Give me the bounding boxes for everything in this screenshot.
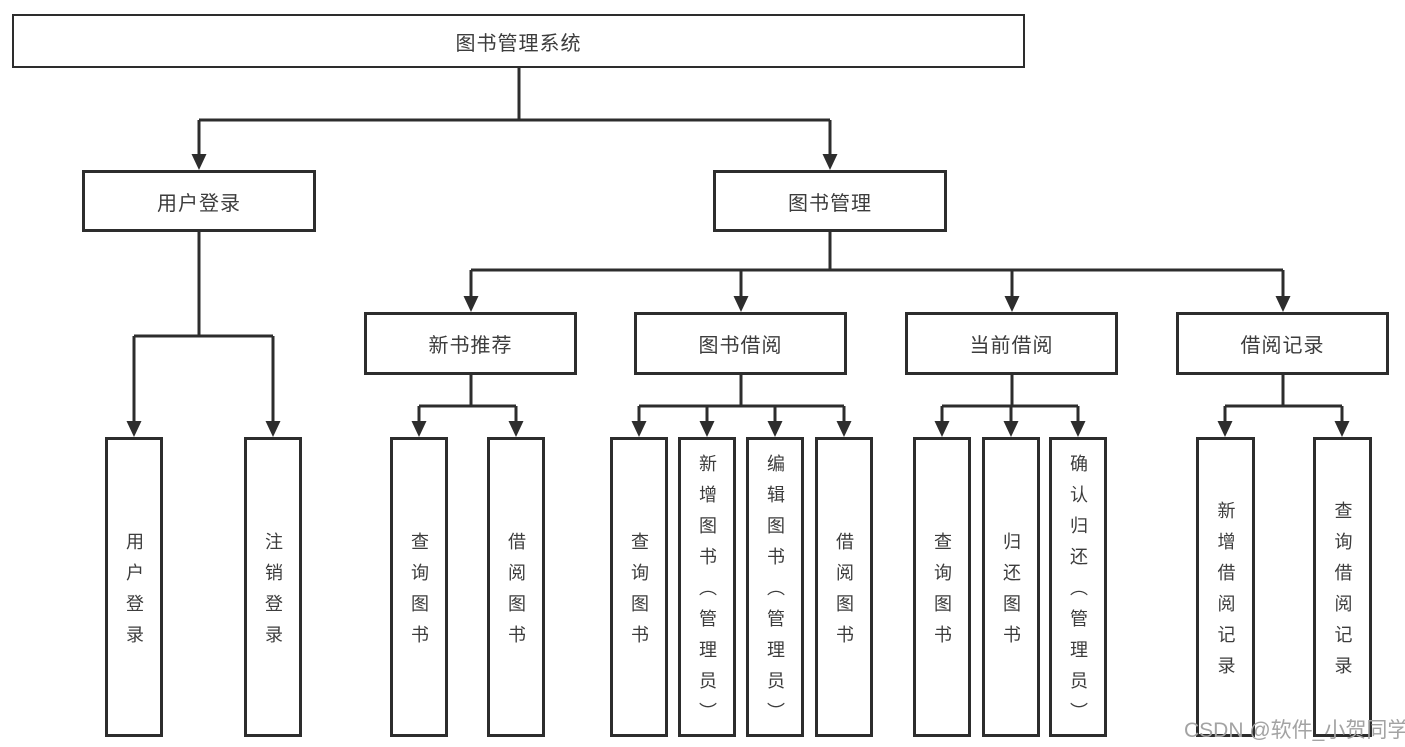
leaf-query-books-recommend-label: 查询图书	[409, 531, 429, 656]
node-current-borrowing-label: 当前借阅	[969, 335, 1054, 357]
node-library-system-label: 图书管理系统	[455, 32, 582, 55]
leaf-query-borrow-record: 查询借阅记录	[1313, 437, 1372, 737]
node-book-borrowing: 图书借阅	[634, 312, 847, 375]
leaf-query-books-borrowing-label: 查询图书	[629, 531, 649, 656]
leaf-query-books-current-label: 查询图书	[932, 531, 952, 656]
leaf-confirm-return-admin-label: 确认归还（管理员）	[1068, 454, 1088, 733]
node-book-management: 图书管理	[713, 170, 947, 232]
leaf-add-books-admin-label: 新增图书（管理员）	[697, 454, 717, 733]
node-new-book-recommend: 新书推荐	[364, 312, 577, 375]
leaf-borrow-books-recommend: 借阅图书	[487, 437, 545, 737]
leaf-query-borrow-record-label: 查询借阅记录	[1332, 500, 1353, 687]
csdn-watermark: CSDN @软件_小贺同学	[1184, 719, 1405, 742]
leaf-user-login-label: 用户登录	[124, 531, 144, 656]
leaf-add-borrow-record: 新增借阅记录	[1196, 437, 1255, 737]
leaf-query-books-recommend: 查询图书	[390, 437, 448, 737]
leaf-logout: 注销登录	[244, 437, 302, 737]
leaf-edit-books-admin-label: 编辑图书（管理员）	[765, 454, 785, 733]
leaf-borrow-books-recommend-label: 借阅图书	[506, 531, 526, 656]
node-borrowing-records-label: 借阅记录	[1240, 335, 1325, 357]
leaf-confirm-return-admin: 确认归还（管理员）	[1049, 437, 1107, 737]
node-user-login-label: 用户登录	[157, 192, 241, 215]
leaf-return-books-label: 归还图书	[1001, 531, 1021, 656]
node-borrowing-records: 借阅记录	[1176, 312, 1389, 375]
leaf-borrow-books-borrowing-label: 借阅图书	[834, 531, 854, 656]
node-library-system: 图书管理系统	[12, 14, 1025, 68]
leaf-borrow-books-borrowing: 借阅图书	[815, 437, 873, 737]
node-new-book-recommend-label: 新书推荐	[428, 335, 513, 357]
leaf-add-borrow-record-label: 新增借阅记录	[1215, 500, 1236, 687]
leaf-logout-label: 注销登录	[263, 531, 283, 656]
leaf-edit-books-admin: 编辑图书（管理员）	[746, 437, 804, 737]
node-book-borrowing-label: 图书借阅	[698, 335, 783, 357]
leaf-query-books-current: 查询图书	[913, 437, 971, 737]
leaf-return-books: 归还图书	[982, 437, 1040, 737]
node-user-login: 用户登录	[82, 170, 316, 232]
node-current-borrowing: 当前借阅	[905, 312, 1118, 375]
leaf-add-books-admin: 新增图书（管理员）	[678, 437, 736, 737]
leaf-query-books-borrowing: 查询图书	[610, 437, 668, 737]
leaf-user-login: 用户登录	[105, 437, 163, 737]
node-book-management-label: 图书管理	[788, 192, 872, 215]
